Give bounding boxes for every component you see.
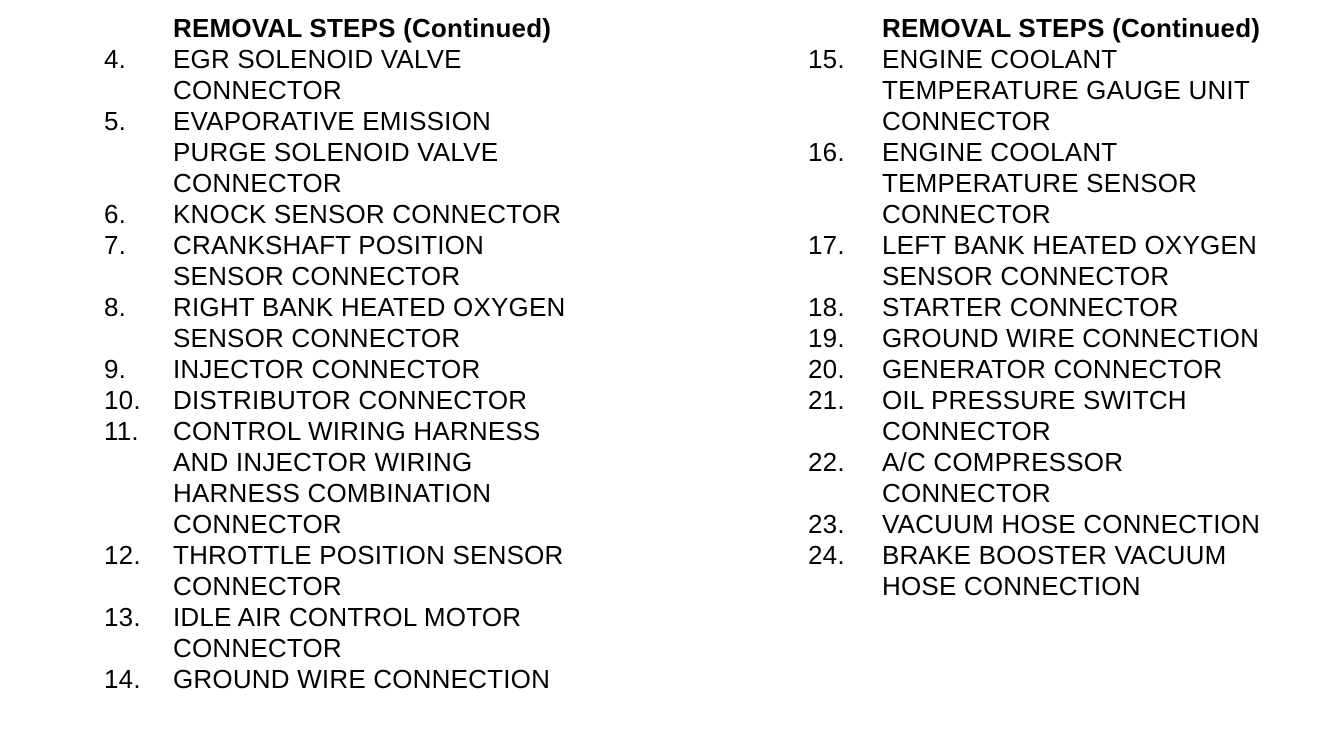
removal-steps-heading-left: REMOVAL STEPS (Continued) bbox=[173, 13, 552, 43]
removal-step-7: 7. CRANKSHAFT POSITION SENSOR CONNECTOR bbox=[104, 230, 624, 292]
removal-step-8: 8. RIGHT BANK HEATED OXYGEN SENSOR CONNE… bbox=[104, 292, 624, 354]
removal-step-20: 20. GENERATOR CONNECTOR bbox=[808, 354, 1328, 385]
step-number: 15. bbox=[808, 44, 845, 74]
step-text: GROUND WIRE CONNECTION bbox=[882, 323, 1260, 353]
step-number: 11. bbox=[104, 416, 139, 446]
step-number: 10. bbox=[104, 385, 141, 415]
removal-step-23: 23. VACUUM HOSE CONNECTION bbox=[808, 509, 1328, 540]
step-number: 6. bbox=[104, 199, 127, 229]
step-number: 24. bbox=[808, 540, 845, 570]
removal-step-15: 15. ENGINE COOLANT TEMPERATURE GAUGE UNI… bbox=[808, 44, 1328, 137]
step-number: 7. bbox=[104, 230, 127, 260]
step-number: 5. bbox=[104, 106, 127, 136]
removal-step-5: 5. EVAPORATIVE EMISSION PURGE SOLENOID V… bbox=[104, 106, 624, 199]
step-text: KNOCK SENSOR CONNECTOR bbox=[173, 199, 562, 229]
removal-step-19: 19. GROUND WIRE CONNECTION bbox=[808, 323, 1328, 354]
step-text: ENGINE COOLANT TEMPERATURE SENSOR CONNEC… bbox=[882, 137, 1198, 229]
removal-step-6: 6. KNOCK SENSOR CONNECTOR bbox=[104, 199, 624, 230]
removal-step-9: 9. INJECTOR CONNECTOR bbox=[104, 354, 624, 385]
removal-step-10: 10. DISTRIBUTOR CONNECTOR bbox=[104, 385, 624, 416]
step-number: 20. bbox=[808, 354, 845, 384]
removal-steps-column-left: REMOVAL STEPS (Continued) 4. EGR SOLENOI… bbox=[104, 13, 624, 695]
removal-steps-heading-right: REMOVAL STEPS (Continued) bbox=[882, 13, 1261, 43]
step-text: LEFT BANK HEATED OXYGEN SENSOR CONNECTOR bbox=[882, 230, 1257, 291]
step-number: 16. bbox=[808, 137, 845, 167]
step-number: 21. bbox=[808, 385, 845, 415]
step-text: ENGINE COOLANT TEMPERATURE GAUGE UNIT CO… bbox=[882, 44, 1250, 136]
step-text: VACUUM HOSE CONNECTION bbox=[882, 509, 1261, 539]
removal-step-11: 11. CONTROL WIRING HARNESS AND INJECTOR … bbox=[104, 416, 624, 540]
step-text: THROTTLE POSITION SENSOR CONNECTOR bbox=[173, 540, 564, 601]
step-text: CRANKSHAFT POSITION SENSOR CONNECTOR bbox=[173, 230, 485, 291]
removal-step-12: 12. THROTTLE POSITION SENSOR CONNECTOR bbox=[104, 540, 624, 602]
removal-step-4: 4. EGR SOLENOID VALVE CONNECTOR bbox=[104, 44, 624, 106]
step-number: 9. bbox=[104, 354, 127, 384]
step-text: A/C COMPRESSOR CONNECTOR bbox=[882, 447, 1124, 508]
step-number: 8. bbox=[104, 292, 127, 322]
step-number: 19. bbox=[808, 323, 845, 353]
step-number: 18. bbox=[808, 292, 845, 322]
removal-steps-column-right: REMOVAL STEPS (Continued) 15. ENGINE COO… bbox=[808, 13, 1328, 602]
step-text: BRAKE BOOSTER VACUUM HOSE CONNECTION bbox=[882, 540, 1227, 601]
step-text: OIL PRESSURE SWITCH CONNECTOR bbox=[882, 385, 1187, 446]
removal-step-18: 18. STARTER CONNECTOR bbox=[808, 292, 1328, 323]
step-text: DISTRIBUTOR CONNECTOR bbox=[173, 385, 528, 415]
step-text: GENERATOR CONNECTOR bbox=[882, 354, 1223, 384]
step-text: STARTER CONNECTOR bbox=[882, 292, 1179, 322]
step-text: IDLE AIR CONTROL MOTOR CONNECTOR bbox=[173, 602, 522, 663]
step-text: INJECTOR CONNECTOR bbox=[173, 354, 481, 384]
step-text: EGR SOLENOID VALVE CONNECTOR bbox=[173, 44, 462, 105]
removal-step-13: 13. IDLE AIR CONTROL MOTOR CONNECTOR bbox=[104, 602, 624, 664]
step-number: 17. bbox=[808, 230, 845, 260]
removal-step-21: 21. OIL PRESSURE SWITCH CONNECTOR bbox=[808, 385, 1328, 447]
step-text: CONTROL WIRING HARNESS AND INJECTOR WIRI… bbox=[173, 416, 541, 539]
step-text: EVAPORATIVE EMISSION PURGE SOLENOID VALV… bbox=[173, 106, 499, 198]
step-number: 13. bbox=[104, 602, 141, 632]
step-number: 4. bbox=[104, 44, 127, 74]
removal-step-24: 24. BRAKE BOOSTER VACUUM HOSE CONNECTION bbox=[808, 540, 1328, 602]
step-text: GROUND WIRE CONNECTION bbox=[173, 664, 551, 694]
removal-step-16: 16. ENGINE COOLANT TEMPERATURE SENSOR CO… bbox=[808, 137, 1328, 230]
removal-step-22: 22. A/C COMPRESSOR CONNECTOR bbox=[808, 447, 1328, 509]
step-text: RIGHT BANK HEATED OXYGEN SENSOR CONNECTO… bbox=[173, 292, 566, 353]
step-number: 23. bbox=[808, 509, 845, 539]
step-number: 12. bbox=[104, 540, 141, 570]
step-number: 22. bbox=[808, 447, 845, 477]
removal-step-17: 17. LEFT BANK HEATED OXYGEN SENSOR CONNE… bbox=[808, 230, 1328, 292]
step-number: 14. bbox=[104, 664, 141, 694]
removal-step-14: 14. GROUND WIRE CONNECTION bbox=[104, 664, 624, 695]
